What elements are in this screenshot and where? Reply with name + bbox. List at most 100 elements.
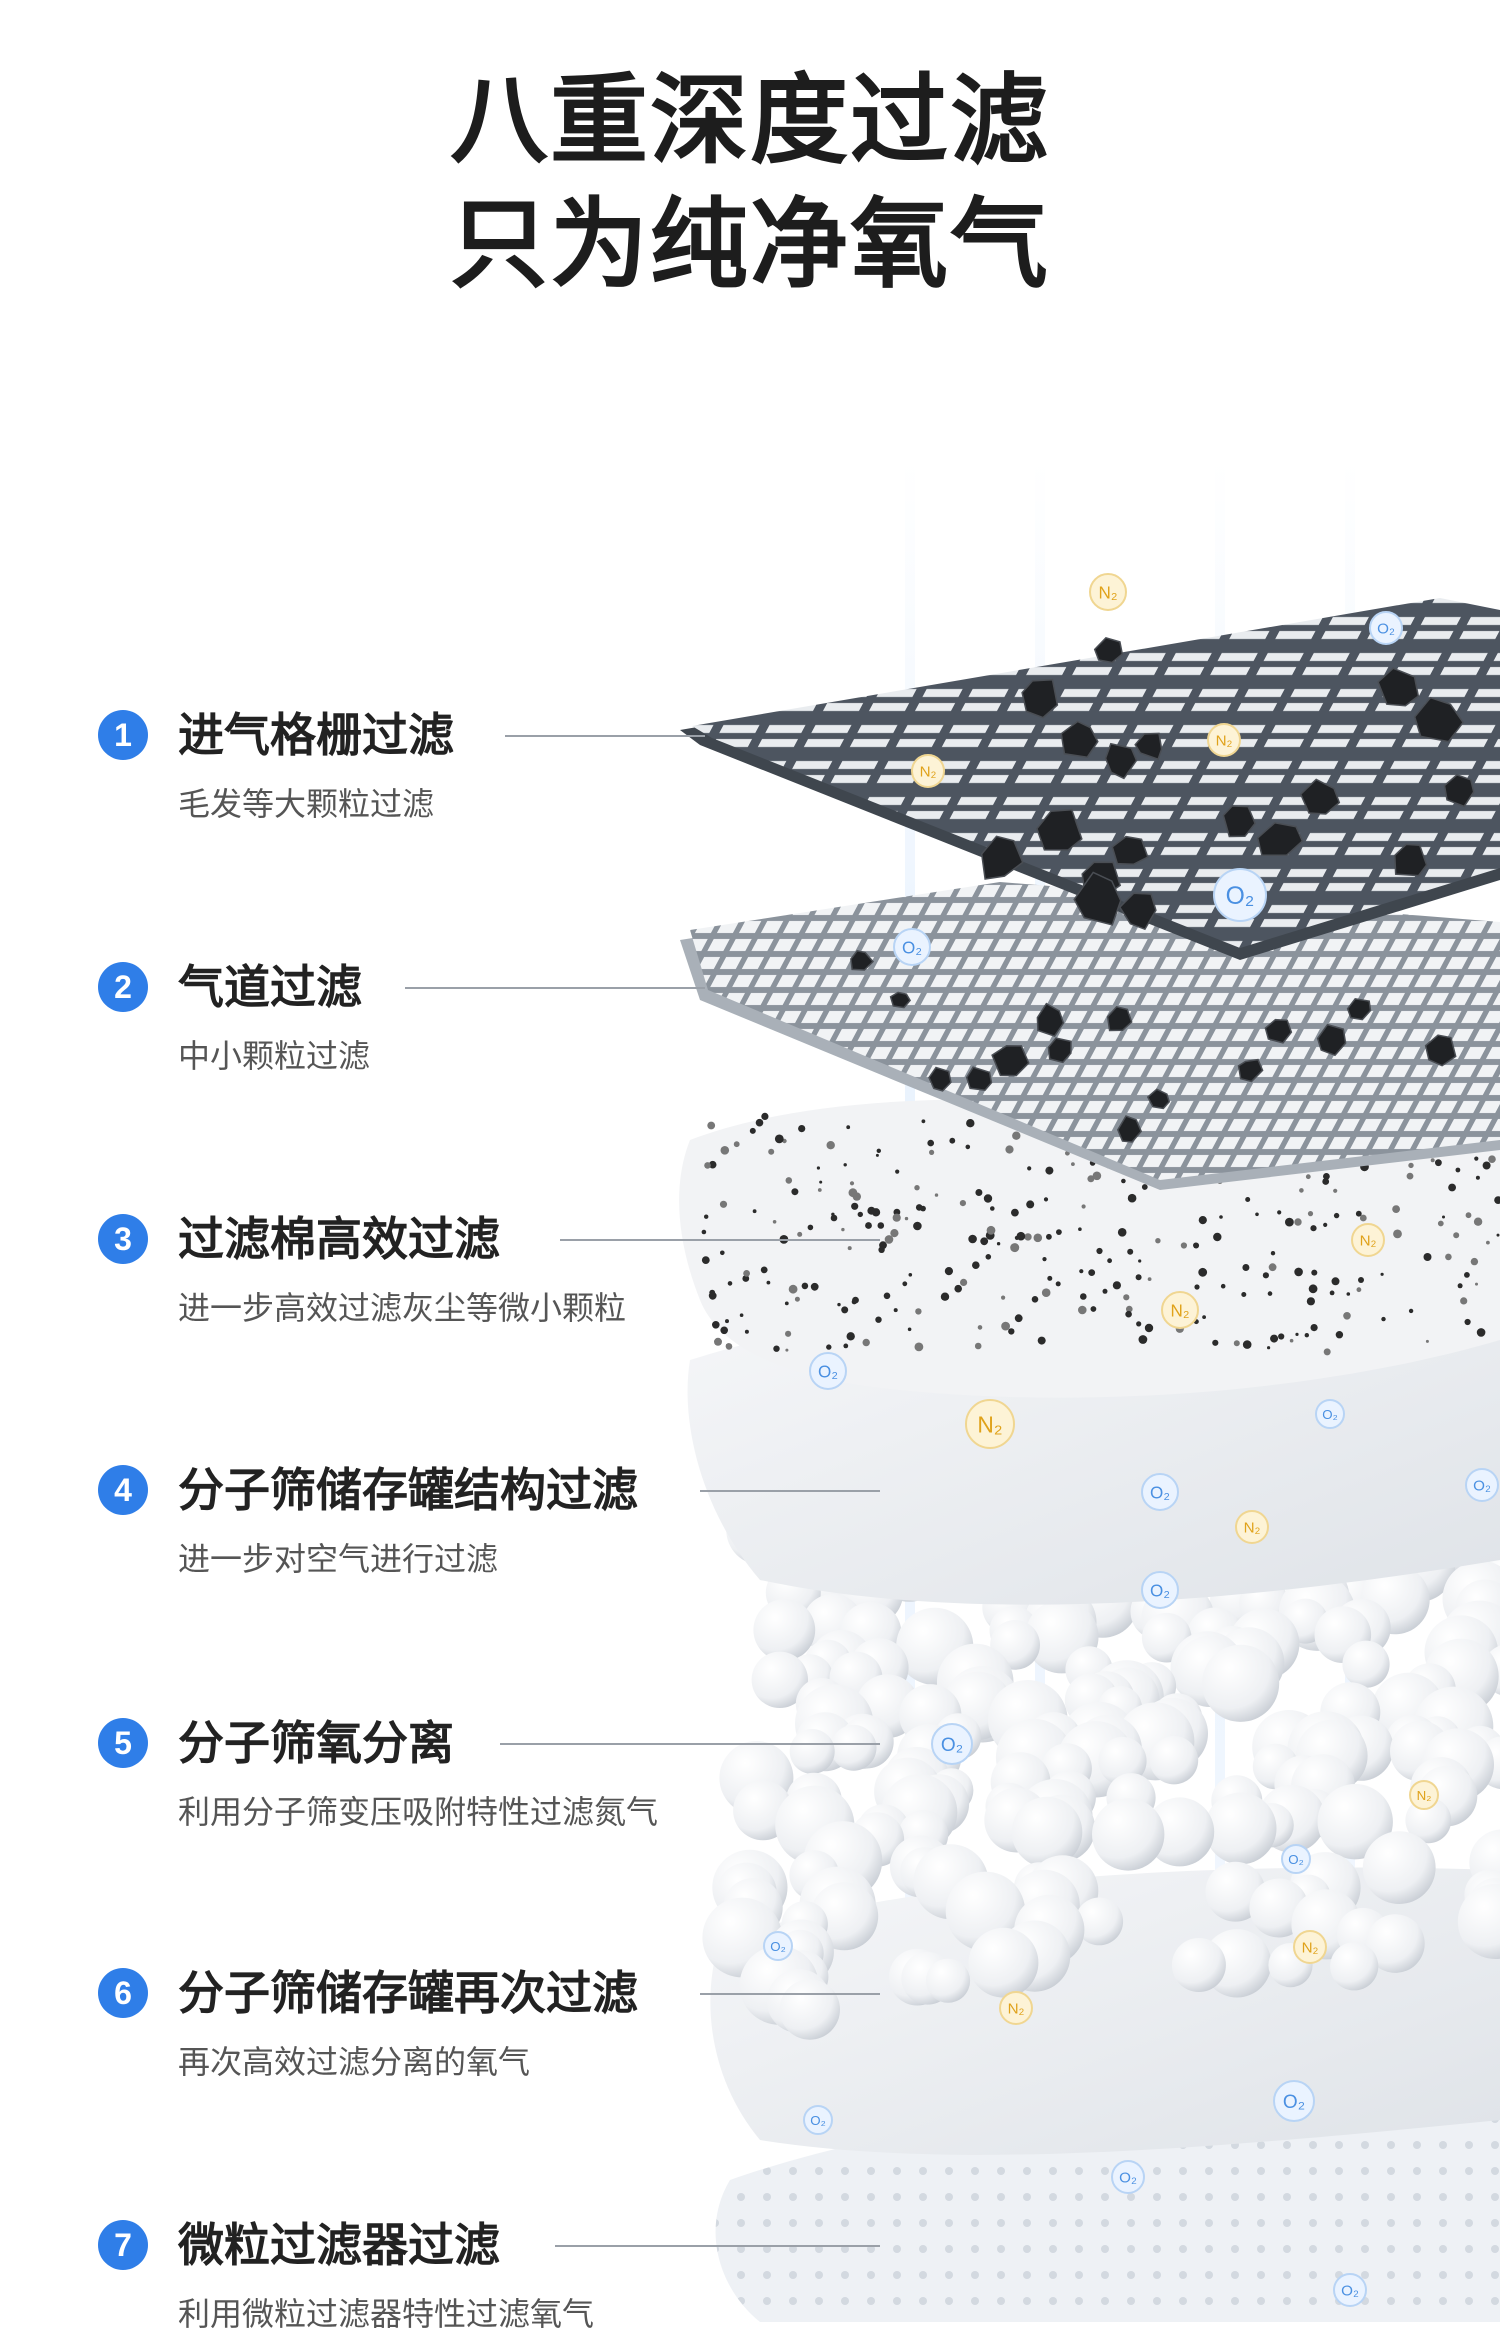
dust-particle [954,1285,962,1293]
dust-particle [858,1212,863,1217]
dust-particle [1477,1328,1486,1337]
svg-text:N₂: N₂ [1099,583,1118,602]
nitrogen-molecule-icon: N₂ [966,1400,1014,1448]
svg-text:O₂: O₂ [1150,1483,1170,1502]
feature-number-badge: 4 [98,1465,148,1515]
dust-particle [1392,1205,1400,1213]
oxygen-molecule-icon: O₂ [1274,2081,1314,2121]
dust-particle [960,1279,967,1286]
dust-particle [745,1330,749,1334]
dust-particle [720,1251,725,1256]
dust-particle [1466,1212,1472,1218]
dust-particle [802,1283,809,1290]
oxygen-molecule-icon: O₂ [810,1353,846,1389]
dust-particle [1234,1340,1240,1346]
sieve-ball [1172,1938,1226,1992]
sieve-ball [1150,1736,1198,1784]
feature-description: 利用微粒过滤器特性过滤氧气 [178,2294,594,2334]
dust-particle [1308,1211,1313,1216]
dust-particle [960,1200,966,1206]
dust-particle [894,1308,898,1312]
dust-particle [726,1343,733,1350]
dust-particle [935,1193,938,1196]
svg-text:O₂: O₂ [902,938,922,957]
dust-particle [1038,1337,1046,1345]
svg-text:N₂: N₂ [920,764,937,781]
dust-particle [721,1146,730,1155]
dust-particle [1475,1283,1478,1286]
svg-text:N₂: N₂ [1244,1520,1261,1537]
dust-particle [1212,1340,1218,1346]
dust-particle [1343,1312,1351,1320]
dust-particle [1136,1321,1141,1326]
dust-particle [1001,1296,1005,1300]
dust-particle [975,1189,982,1196]
dust-particle [1034,1234,1043,1243]
leader-line [505,735,705,737]
dust-particle [846,1125,850,1129]
oxygen-molecule-icon: O₂ [1142,1572,1178,1608]
svg-text:N₂: N₂ [1302,1940,1319,1957]
dust-particle [728,1281,733,1286]
nitrogen-molecule-icon: N₂ [1208,724,1240,756]
dust-particle [1381,1317,1385,1321]
dust-particle [808,1225,814,1231]
dust-particle [818,1188,822,1192]
sieve-ball [1092,1798,1164,1870]
feature-number-badge: 6 [98,1968,148,2018]
feature-description: 毛发等大颗粒过滤 [178,784,434,824]
sieve-ball [969,1928,1039,1998]
oxygen-molecule-icon: O₂ [1466,1469,1498,1501]
sieve-ball [1363,1831,1436,1904]
sieve-ball [926,1959,970,2003]
dust-particle [773,1346,779,1352]
dust-particle [966,1119,974,1127]
svg-text:N₂: N₂ [1171,1301,1190,1320]
oxygen-molecule-icon: O₂ [1112,2161,1144,2193]
dust-particle [1213,1233,1221,1241]
dust-particle [1082,1204,1086,1208]
dust-particle [1027,1166,1031,1170]
dust-particle [1103,1289,1108,1294]
svg-text:N₂: N₂ [977,1411,1002,1437]
dust-particle [929,1150,934,1155]
dust-particle [913,1222,922,1231]
dust-particle [702,1256,710,1264]
dust-particle [1285,1218,1294,1227]
feature-description: 再次高效过滤分离的氧气 [178,2042,530,2082]
dust-particle [1295,1333,1298,1336]
dust-particle [837,1303,840,1306]
dust-particle [1046,1234,1052,1240]
dust-particle [1445,1254,1452,1261]
svg-text:O₂: O₂ [770,1939,786,1954]
dust-particle [1488,1155,1496,1163]
dust-particle [1310,1225,1316,1231]
feature-description: 利用分子筛变压吸附特性过滤氮气 [178,1792,658,1832]
dust-particle [1138,1259,1141,1262]
dust-particle [1294,1268,1303,1277]
dust-particle [968,1235,977,1244]
dust-particle [1047,1276,1052,1281]
dust-particle [734,1141,740,1147]
dust-particle [987,1226,996,1235]
feature-description: 中小颗粒过滤 [178,1036,370,1076]
dust-particle [817,1166,820,1169]
feature-title: 分子筛氧分离 [178,1708,454,1778]
dust-particle [1471,1258,1478,1265]
dust-particle [908,1328,912,1332]
dust-particle [1078,1306,1087,1315]
feature-title: 过滤棉高效过滤 [178,1204,500,1274]
sieve-ball [780,1979,840,2039]
dust-particle [1347,1292,1351,1296]
oxygen-molecule-icon: O₂ [1214,869,1266,921]
dust-particle [852,1297,859,1304]
dust-particle [1299,1188,1304,1193]
dust-particle [773,1220,777,1224]
dust-particle [984,1194,992,1202]
dust-particle [850,1181,854,1185]
oxygen-molecule-icon: O₂ [1282,1845,1310,1873]
dust-particle [767,1281,771,1285]
feature-title: 分子筛储存罐再次过滤 [178,1958,638,2028]
nitrogen-molecule-icon: N₂ [1000,1992,1032,2024]
dust-particle [1123,1294,1129,1300]
